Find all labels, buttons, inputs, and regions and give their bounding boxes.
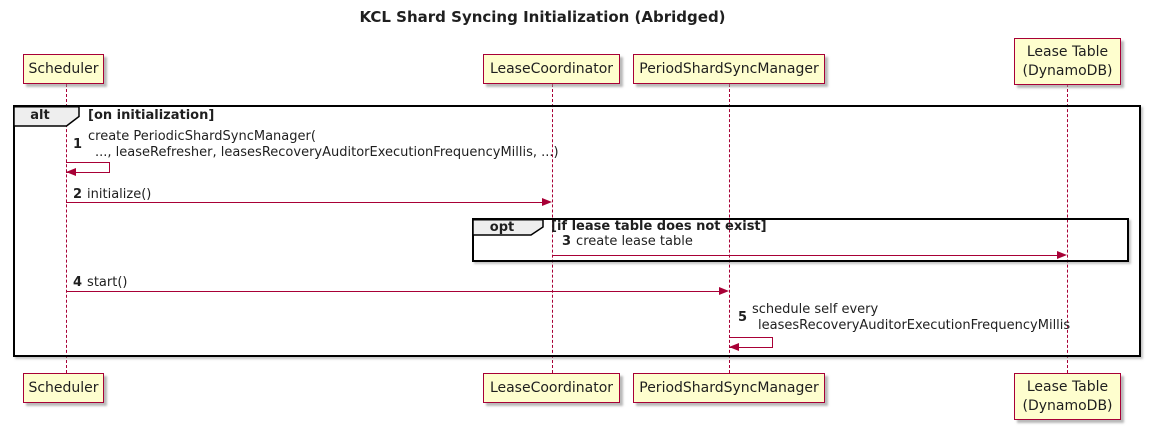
message-4-label: start() (87, 275, 128, 290)
message-4-number: 4 (73, 275, 83, 290)
message-3-text: 3 create lease table (562, 234, 693, 250)
message-2-label: initialize() (87, 187, 152, 202)
message-2-number: 2 (73, 187, 83, 202)
message-1-line1: create PeriodicShardSyncManager( (88, 129, 316, 144)
message-1-self-arrow (66, 162, 110, 173)
participant-period-shard-sync-manager-bottom: PeriodShardSyncManager (633, 373, 825, 403)
opt-guard: [if lease table does not exist] (551, 219, 767, 234)
participant-lease-coordinator-top: LeaseCoordinator (483, 54, 620, 84)
lifeline-period-shard-sync-manager (729, 84, 730, 373)
participant-label: Scheduler (28, 60, 99, 77)
alt-operator-pentagon (14, 106, 80, 127)
participant-label: LeaseCoordinator (489, 60, 614, 77)
message-1-text: create PeriodicShardSyncManager( ..., le… (88, 129, 559, 161)
participant-label: LeaseCoordinator (489, 379, 614, 396)
message-2-arrowhead (542, 198, 552, 206)
message-1-number: 1 (73, 137, 83, 152)
alt-frame (13, 105, 1141, 357)
alt-guard: [on initialization] (88, 108, 215, 123)
participant-label: PeriodShardSyncManager (639, 60, 819, 77)
diagram-title: KCL Shard Syncing Initialization (Abridg… (359, 8, 726, 26)
message-1-line2: ..., leaseRefresher, leasesRecoveryAudit… (95, 145, 559, 160)
opt-operator-pentagon (473, 219, 544, 236)
lifeline-lease-table (1067, 84, 1068, 373)
message-5-number: 5 (738, 310, 748, 325)
message-3-arrowhead (1057, 251, 1067, 259)
message-5-line1: schedule self every (752, 302, 879, 317)
message-3-number: 3 (562, 234, 572, 249)
participant-scheduler-bottom: Scheduler (23, 373, 104, 403)
message-5-arrowhead (729, 343, 739, 351)
participant-period-shard-sync-manager-top: PeriodShardSyncManager (633, 54, 825, 84)
message-4-arrowhead (719, 287, 729, 295)
participant-label: PeriodShardSyncManager (639, 379, 819, 396)
message-2-arrow (66, 202, 544, 203)
participant-label-line1: Lease Table (1026, 378, 1109, 395)
message-5-line2: leasesRecoveryAuditorExecutionFrequencyM… (758, 318, 1071, 333)
participant-lease-table-top: Lease Table (DynamoDB) (1014, 38, 1121, 85)
message-2-text: 2 initialize() (73, 187, 151, 203)
participant-scheduler-top: Scheduler (23, 54, 104, 84)
message-4-arrow (66, 291, 720, 292)
opt-frame (472, 218, 1129, 262)
participant-label: Scheduler (28, 379, 99, 396)
message-3-label: create lease table (576, 234, 693, 249)
lifeline-lease-coordinator (552, 84, 553, 373)
message-1-arrowhead (66, 168, 76, 176)
opt-operator-label: opt (489, 220, 515, 235)
message-4-text: 4 start() (73, 275, 127, 291)
participant-lease-table-bottom: Lease Table (DynamoDB) (1014, 373, 1121, 420)
participant-label-line2: (DynamoDB) (1022, 397, 1113, 414)
participant-label-line2: (DynamoDB) (1022, 62, 1113, 79)
participant-label-line1: Lease Table (1026, 43, 1109, 60)
message-3-arrow (552, 255, 1059, 256)
message-5-self-arrow (729, 337, 773, 348)
alt-operator-label: alt (30, 108, 50, 123)
participant-lease-coordinator-bottom: LeaseCoordinator (483, 373, 620, 403)
message-5-text: schedule self every leasesRecoveryAudito… (752, 302, 1070, 334)
lifeline-scheduler (66, 84, 67, 373)
